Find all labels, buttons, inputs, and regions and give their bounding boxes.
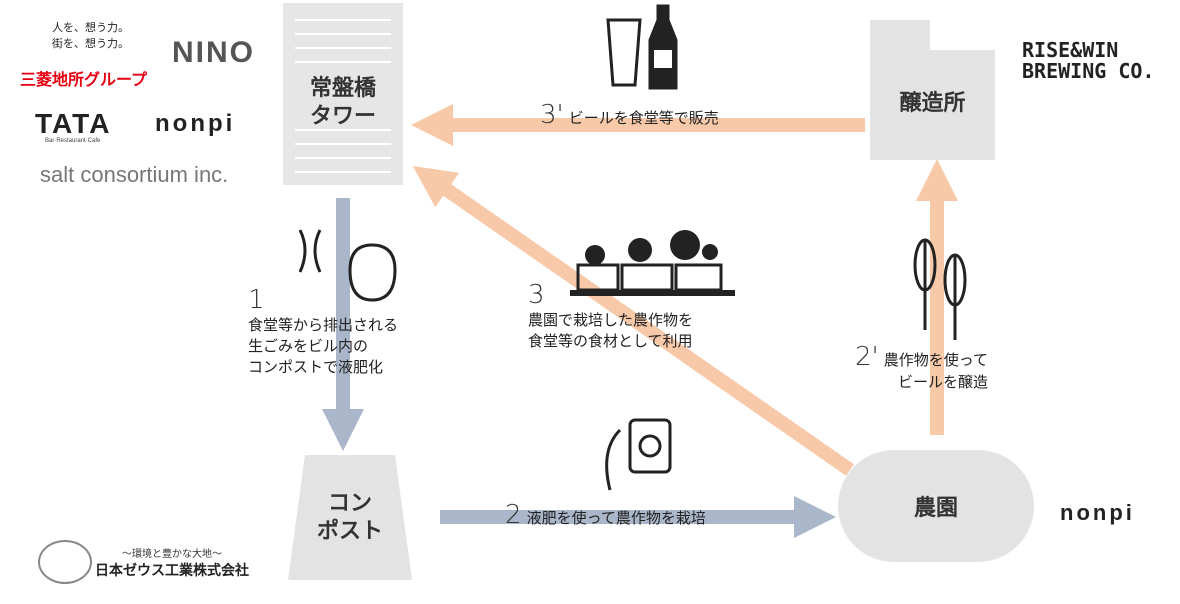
step-text: 農園で栽培した農作物を [528, 311, 694, 329]
step-2p: 2' 農作物を使ってビールを醸造 [855, 342, 988, 393]
step-number: 3' [540, 100, 564, 130]
tower-shape [283, 3, 403, 185]
zeus-logo: 日本ゼウス工業株式会社 [95, 562, 249, 578]
compost-shape [288, 455, 412, 580]
tower-label-line1: 常盤橋 [309, 76, 376, 101]
step-text: 食堂等から排出される [248, 316, 399, 334]
vegetables-icon [570, 230, 735, 296]
step-text: 液肥を使って農作物を栽培 [526, 509, 706, 527]
step-text: ビールを醸造 [898, 373, 989, 391]
beer-icon [606, 4, 678, 90]
rise-line1: RISE&WIN [1022, 38, 1119, 62]
compost-label-line2: ポスト [316, 518, 383, 544]
zeus-tagline: 〜環境と豊かな大地〜 [122, 549, 222, 560]
nonpi-farm-logo: nonPI [1060, 500, 1135, 525]
compost-label-line1: コン [327, 491, 372, 516]
brewery-label: 醸造所 [899, 91, 966, 116]
farm-shape [838, 450, 1034, 562]
step-number: 3 [528, 280, 545, 310]
fertilizer-icon [605, 418, 672, 491]
step-3p: 3' ビールを食堂等で販売 [540, 100, 719, 130]
step-number: 2 [505, 500, 522, 530]
step-text: 農作物を使って [883, 351, 989, 369]
tata-sub: Bar·Restaurant·Cafe [45, 138, 101, 144]
wheat-icon [913, 238, 967, 340]
arrow-3 [412, 166, 854, 476]
mitsubishi-tagline: 人を、想う力。街を、想う力。 [52, 20, 129, 52]
food-waste-icon [298, 229, 397, 302]
step-text: ビールを食堂等で販売 [568, 109, 719, 127]
compost-label: コンポスト [290, 490, 410, 545]
step-number: 1 [248, 285, 265, 315]
salt-logo: salt consortium inc. [40, 162, 229, 187]
step-text: 生ごみをビル内の [248, 337, 369, 355]
nino-logo: NINO [172, 36, 255, 69]
brewery-shape [870, 20, 995, 160]
step-2: 2 液肥を使って農作物を栽培 [505, 500, 706, 530]
mitsubishi-logo: 三菱地所グループ [20, 72, 148, 89]
farm-label: 農園 [913, 496, 958, 521]
tower-label: 常盤橋タワー [283, 75, 403, 130]
tower-label-line2: タワー [309, 103, 376, 129]
tata-logo: TATA [35, 108, 112, 139]
step-number: 2' [855, 342, 879, 372]
rise-line2: BREWING CO. [1022, 59, 1155, 83]
tagline-2: 街を、想う力。 [52, 37, 129, 50]
step-text: コンポストで液肥化 [248, 358, 384, 376]
zeus-emblem [38, 540, 92, 584]
tagline-1: 人を、想う力。 [52, 21, 129, 34]
nonpi-logo: nonPI [155, 110, 236, 137]
step-text: 食堂等の食材として利用 [528, 332, 693, 350]
